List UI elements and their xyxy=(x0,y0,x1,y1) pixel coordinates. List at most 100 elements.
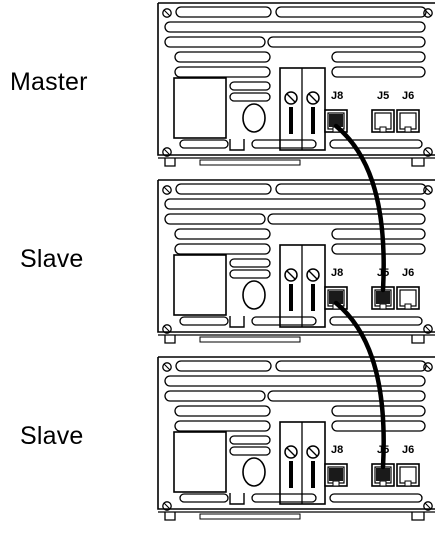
port-label-J6: J6 xyxy=(402,444,414,456)
vent-slot xyxy=(275,360,427,372)
terminal-block xyxy=(279,421,326,505)
vent-slot xyxy=(175,360,272,372)
communication-cable xyxy=(333,300,386,470)
chassis-outline xyxy=(157,356,435,510)
screw-icon xyxy=(423,8,433,18)
unit-role-label: Master xyxy=(10,68,88,96)
port-J8 xyxy=(324,286,348,310)
screw-slot xyxy=(163,148,171,156)
screw-slot xyxy=(424,325,432,333)
terminal-block xyxy=(279,67,326,151)
chassis-outline xyxy=(157,2,435,156)
port-J8 xyxy=(324,463,348,487)
vent-slot xyxy=(229,258,271,268)
port-label-J5: J5 xyxy=(377,90,389,102)
unit-role-label: Slave xyxy=(20,422,84,450)
vent-slot xyxy=(267,213,426,225)
vent-slot xyxy=(179,316,229,326)
vent-slot xyxy=(229,435,271,445)
vent-slot xyxy=(251,493,317,503)
screw-icon xyxy=(423,147,433,157)
vent-slot xyxy=(179,493,229,503)
foot-tab xyxy=(411,512,425,521)
port-J5 xyxy=(371,286,395,310)
vent-slot xyxy=(175,183,272,195)
terminal-screw-slot xyxy=(308,93,318,103)
terminal-screw-slot xyxy=(286,447,296,457)
screw-slot xyxy=(163,363,171,371)
vent-slot xyxy=(329,493,423,503)
communication-cables xyxy=(333,123,386,470)
vent-slot xyxy=(267,390,426,402)
vent-slot xyxy=(331,51,426,63)
terminal-wire xyxy=(289,284,293,311)
foot-tab xyxy=(164,335,176,344)
port-label-J6: J6 xyxy=(402,90,414,102)
foot-tab xyxy=(164,512,176,521)
mounting-tab xyxy=(229,139,245,151)
screw-slot xyxy=(163,186,171,194)
knockout-hole xyxy=(242,457,266,487)
plug-icon xyxy=(376,291,390,304)
foot-tab xyxy=(411,158,425,167)
vent-slot xyxy=(229,81,271,91)
vent-slot xyxy=(174,405,271,417)
port-label-J8: J8 xyxy=(331,90,343,102)
terminal-block xyxy=(279,244,326,328)
port-label-J6: J6 xyxy=(402,267,414,279)
port-label-J8: J8 xyxy=(331,444,343,456)
vent-slot xyxy=(275,183,427,195)
terminal-wire xyxy=(311,284,315,311)
vent-slot xyxy=(164,213,266,225)
vent-slot xyxy=(229,269,271,279)
port-latch xyxy=(404,126,412,133)
screw-icon xyxy=(423,324,433,334)
unit-role-label: Slave xyxy=(20,245,84,273)
screw-slot xyxy=(163,9,171,17)
screw-icon xyxy=(423,362,433,372)
vent-slot xyxy=(179,139,229,149)
vent-slot xyxy=(229,92,271,102)
vent-slot xyxy=(229,446,271,456)
vent-slot xyxy=(164,375,426,387)
screw-icon xyxy=(162,147,172,157)
terminal-wire xyxy=(311,107,315,134)
port-J5 xyxy=(371,463,395,487)
port-J6 xyxy=(396,463,420,487)
vent-slot xyxy=(267,36,426,48)
screw-icon xyxy=(162,501,172,511)
vent-slot xyxy=(174,420,271,432)
plug-icon xyxy=(329,291,343,304)
knockout-hole xyxy=(242,280,266,310)
vent-slot xyxy=(329,316,423,326)
screw-icon xyxy=(162,324,172,334)
port-latch xyxy=(404,303,412,310)
vent-slot xyxy=(164,198,426,210)
foot-tab xyxy=(164,158,176,167)
terminal-screw-slot xyxy=(308,270,318,280)
plug-icon xyxy=(329,114,343,127)
port-latch xyxy=(404,480,412,487)
port-J5 xyxy=(371,109,395,133)
terminal-screw-slot xyxy=(308,447,318,457)
vent-slot xyxy=(329,139,423,149)
screw-slot xyxy=(424,502,432,510)
port-label-J8: J8 xyxy=(331,267,343,279)
port-J6 xyxy=(396,286,420,310)
vent-slot xyxy=(175,6,272,18)
mounting-tab xyxy=(229,316,245,328)
terminal-wire xyxy=(289,107,293,134)
terminal-wire xyxy=(311,461,315,488)
port-J6 xyxy=(396,109,420,133)
mounting-tab xyxy=(229,493,245,505)
label-plate xyxy=(173,254,227,316)
vent-slot xyxy=(164,21,426,33)
vent-slot xyxy=(251,139,317,149)
vent-slot xyxy=(174,243,271,255)
screw-icon xyxy=(162,362,172,372)
